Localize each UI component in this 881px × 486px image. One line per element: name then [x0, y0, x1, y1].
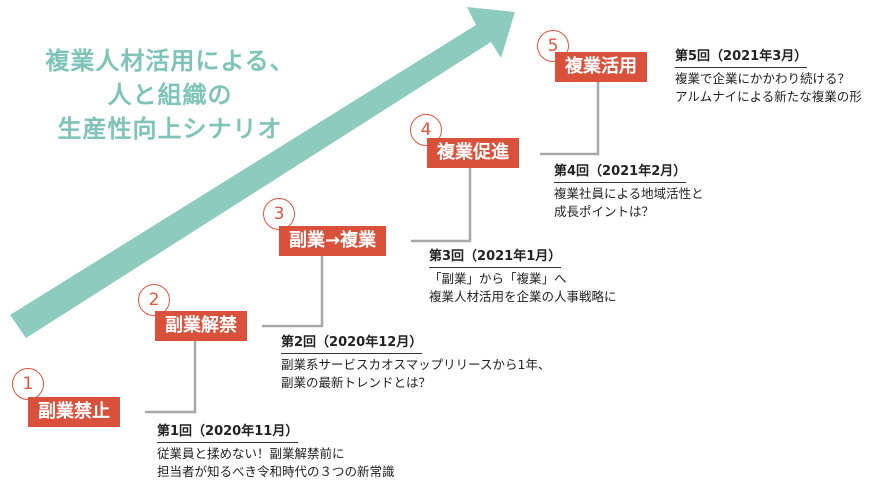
step-1-line-2: 担当者が知るべき令和時代の３つの新常識: [157, 464, 395, 479]
step-1-label: 副業禁止: [28, 397, 120, 427]
step-1-description: 第1回（2020年11月） 従業員と揉めない！副業解禁前に 担当者が知るべき令和…: [157, 422, 395, 481]
step-2-number: 2: [138, 284, 170, 316]
step-1-title[interactable]: 第1回（2020年11月）: [157, 423, 299, 443]
scenario-headline: 複業人材活用による、 人と組織の 生産性向上シナリオ: [20, 44, 320, 146]
step-3-description: 第3回（2021年1月） 「副業」から「複業」へ 複業人材活用を企業の人事戦略に: [429, 247, 617, 306]
step-5-line-2: アルムナイによる新たな複業の形: [675, 89, 862, 104]
step-3-title[interactable]: 第3回（2021年1月）: [429, 248, 562, 268]
step-4-description: 第4回（2021年2月） 複業社員による地域活性と 成長ポイントは？: [554, 162, 704, 221]
step-5-line-1: 複業で企業にかかわり続ける？: [675, 71, 851, 86]
growth-arrow-shape: [10, 7, 515, 338]
connector-4-5: [540, 82, 600, 156]
step-3-line-1: 「副業」から「複業」へ: [429, 271, 567, 286]
step-2-title[interactable]: 第2回（2020年12月）: [281, 334, 423, 354]
connector-2-3: [262, 255, 324, 328]
step-4-line-2: 成長ポイントは？: [554, 204, 655, 219]
step-2-line-1: 副業系サービスカオスマップリリースから1年、: [281, 357, 551, 372]
step-4-label: 複業促進: [427, 138, 519, 168]
step-5-title[interactable]: 第5回（2021年3月）: [675, 48, 808, 68]
headline-line-1: 複業人材活用による、: [45, 47, 295, 75]
step-2-description: 第2回（2020年12月） 副業系サービスカオスマップリリースから1年、 副業の…: [281, 333, 550, 392]
step-4-title[interactable]: 第4回（2021年2月）: [554, 163, 687, 183]
step-5-label: 複業活用: [555, 52, 647, 82]
step-1-line-1: 従業員と揉めない！副業解禁前に: [157, 446, 345, 461]
headline-line-2: 人と組織の: [107, 81, 233, 109]
connector-3-4: [411, 168, 472, 243]
step-2-line-2: 副業の最新トレンドとは？: [281, 375, 432, 390]
step-2-label: 副業解禁: [155, 311, 247, 341]
connector-1-2: [145, 340, 197, 414]
step-4-line-1: 複業社員による地域活性と: [554, 186, 704, 201]
step-1-number: 1: [12, 368, 44, 400]
step-5-description: 第5回（2021年3月） 複業で企業にかかわり続ける？ アルムナイによる新たな複…: [675, 47, 862, 106]
headline-line-3: 生産性向上シナリオ: [57, 115, 283, 143]
step-3-label: 副業→複業: [279, 226, 387, 256]
step-3-number: 3: [263, 198, 295, 230]
step-3-line-2: 複業人材活用を企業の人事戦略に: [429, 289, 617, 304]
